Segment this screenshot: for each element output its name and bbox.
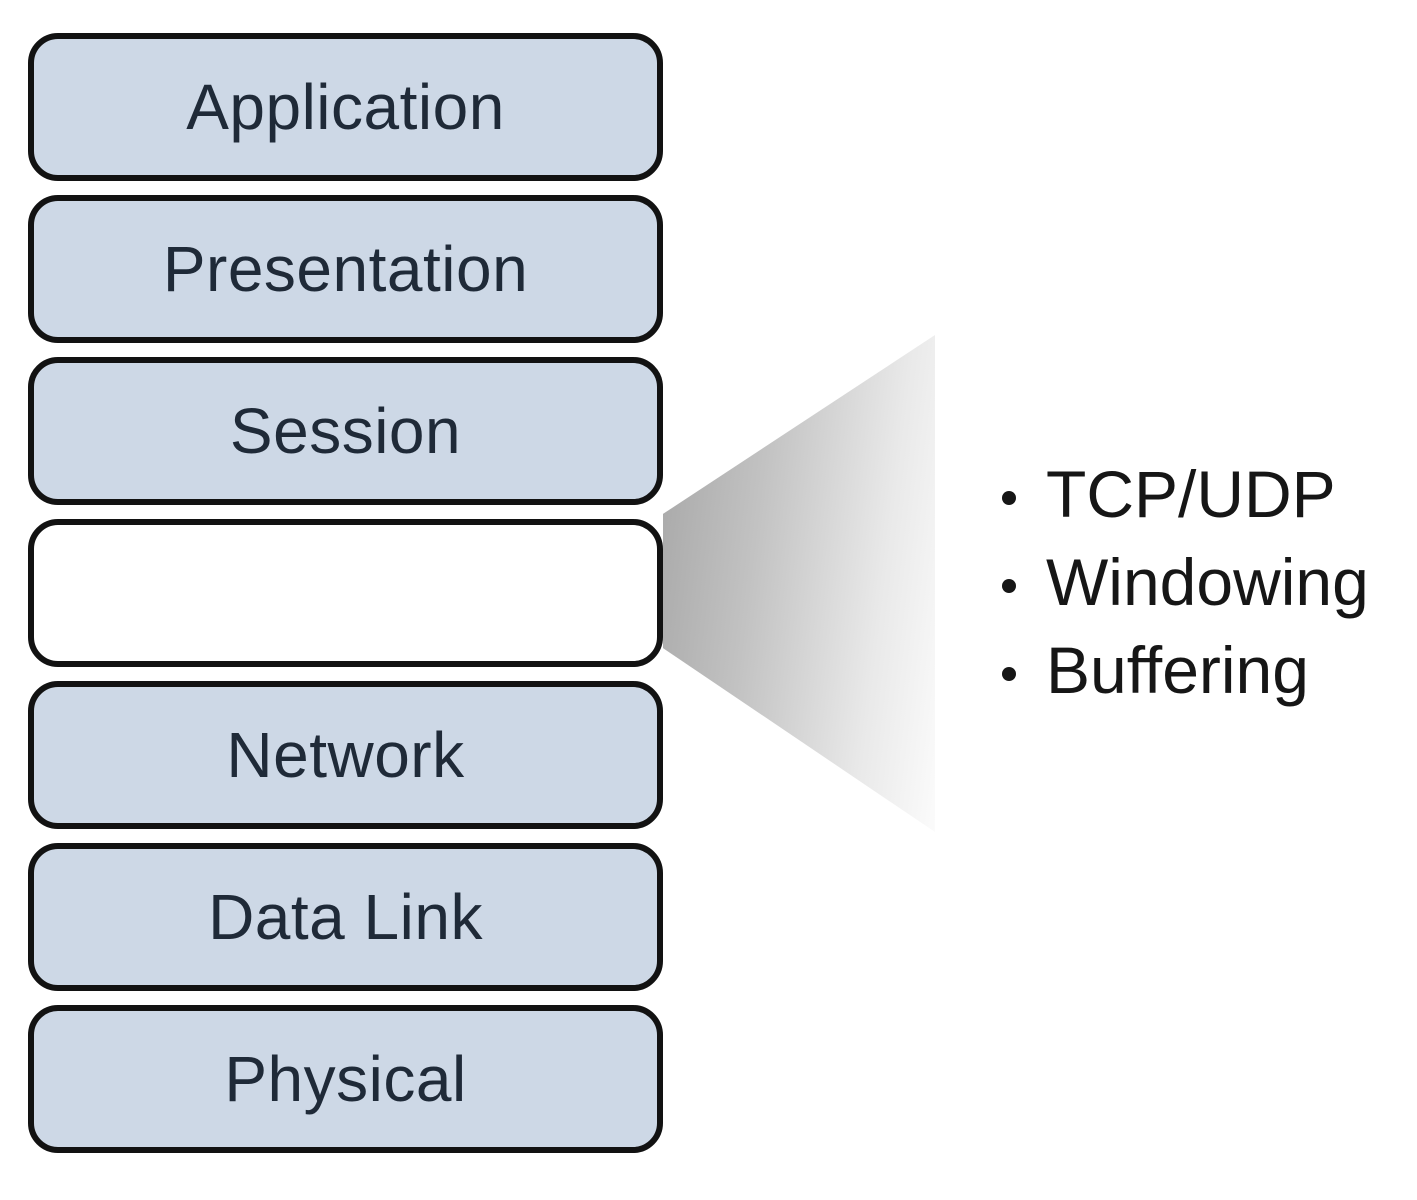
layer-label-presentation: Presentation xyxy=(162,233,529,305)
layer-box-blank xyxy=(28,519,663,667)
callout-bullet-list: TCP/UDP Windowing Buffering xyxy=(1002,450,1369,714)
layer-box-application: Application xyxy=(28,33,663,181)
bullet-item-windowing: Windowing xyxy=(1002,538,1369,626)
layer-label-network: Network xyxy=(226,719,465,791)
callout-wedge xyxy=(663,335,935,832)
bullet-text-buffering: Buffering xyxy=(1046,633,1309,707)
layer-box-session: Session xyxy=(28,357,663,505)
layer-box-data-link: Data Link xyxy=(28,843,663,991)
bullet-text-windowing: Windowing xyxy=(1046,545,1369,619)
bullet-dot-icon xyxy=(1002,579,1016,593)
layer-stack: Application Presentation Session Network… xyxy=(28,33,663,1153)
layer-label-data-link: Data Link xyxy=(208,881,483,953)
layer-box-presentation: Presentation xyxy=(28,195,663,343)
bullet-item-tcp-udp: TCP/UDP xyxy=(1002,450,1369,538)
bullet-dot-icon xyxy=(1002,667,1016,681)
bullet-item-buffering: Buffering xyxy=(1002,626,1369,714)
bullet-dot-icon xyxy=(1002,491,1016,505)
layer-box-physical: Physical xyxy=(28,1005,663,1153)
layer-label-application: Application xyxy=(186,71,505,143)
bullet-text-tcp-udp: TCP/UDP xyxy=(1046,457,1336,531)
layer-box-network: Network xyxy=(28,681,663,829)
layer-label-session: Session xyxy=(229,395,462,467)
layer-label-physical: Physical xyxy=(224,1043,467,1115)
